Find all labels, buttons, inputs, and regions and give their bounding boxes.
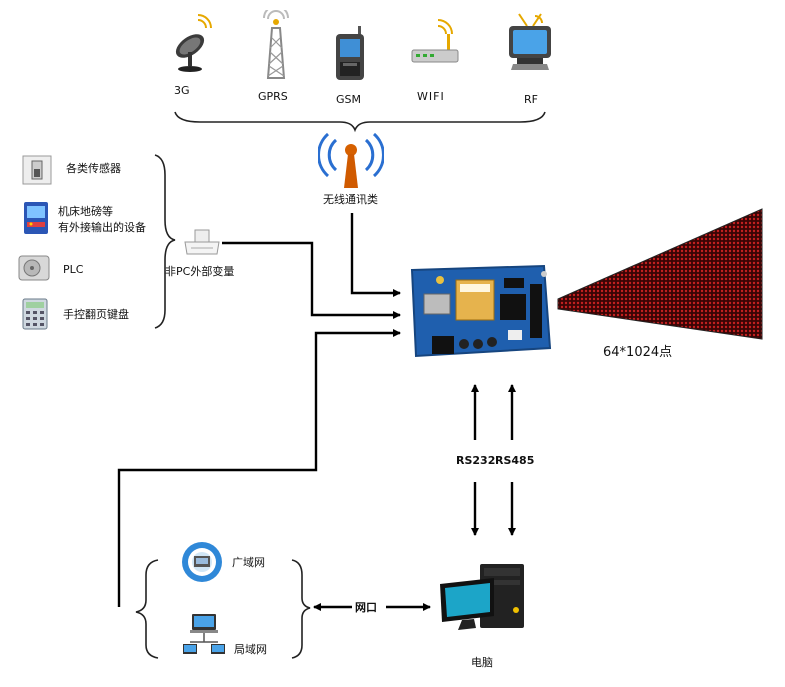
wireless-label-gprs: GPRS [258, 90, 288, 103]
external-label-plc: PLC [63, 263, 84, 276]
sensor-icon [22, 155, 52, 185]
wireless-group-label: 无线通讯类 [323, 193, 378, 206]
rs232-label: RS232 [456, 454, 496, 467]
wireless-label-rf: RF [524, 93, 538, 106]
computer-icon [440, 564, 524, 630]
external-label-keypad: 手控翻页键盘 [63, 308, 129, 321]
arcade-machine-icon [24, 202, 48, 234]
mobile-phone-icon [336, 26, 364, 80]
connector-plug-icon [184, 229, 220, 255]
tv-icon [509, 13, 551, 70]
globe-network-icon [182, 542, 222, 582]
external-label-machines-line1: 机床地磅等 [58, 205, 113, 218]
wireless-label-3g: 3G [174, 84, 190, 97]
wireless-brace [174, 111, 546, 133]
router-icon [411, 19, 459, 63]
external-label-sensors: 各类传感器 [66, 162, 121, 175]
network-label-lan: 局域网 [234, 643, 267, 656]
display-resolution-label: 64*1024点 [603, 345, 673, 360]
hard-drive-icon [18, 255, 50, 281]
lan-computers-icon [183, 614, 225, 654]
network-brace-right [291, 559, 311, 659]
external-line [222, 241, 401, 319]
network-line [117, 329, 401, 607]
network-brace-left [135, 559, 159, 659]
external-label-machines-line2: 有外接输出的设备 [58, 221, 146, 234]
antenna-icon [318, 132, 384, 188]
keypad-icon [22, 298, 48, 330]
led-display-panel [557, 208, 763, 340]
network-label-wan: 广域网 [232, 556, 265, 569]
wireless-label-gsm: GSM [336, 93, 361, 106]
external-group-label: 非PC外部变量 [165, 265, 235, 278]
rs485-label: RS485 [495, 454, 535, 467]
satellite-dish-icon [175, 14, 212, 72]
computer-label: 电脑 [471, 656, 493, 669]
network-port-label: 网口 [355, 601, 377, 614]
external-brace [154, 154, 176, 329]
wireless-line [350, 213, 401, 297]
wireless-label-wifi: WIFI [417, 90, 445, 103]
tower-icon [263, 10, 289, 79]
controller-board [410, 264, 552, 358]
